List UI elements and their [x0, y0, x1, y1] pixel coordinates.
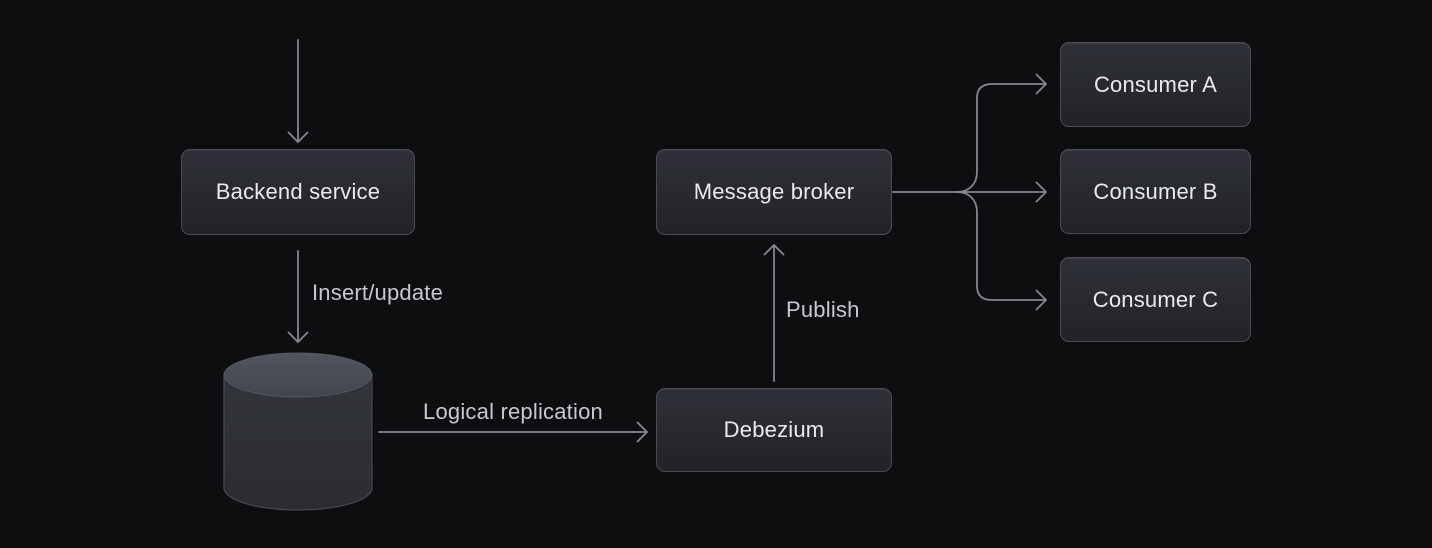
arrow-broker-fanout	[892, 73, 1047, 311]
node-backend-service-label: Backend service	[215, 179, 381, 204]
node-consumer-c-label: Consumer C	[1092, 286, 1219, 312]
edge-label-logical-replication: Logical replication	[423, 399, 603, 424]
node-message-broker: Message broker	[656, 149, 892, 235]
database-cylinder-icon	[223, 352, 373, 511]
node-debezium-label: Debezium	[723, 417, 825, 442]
node-backend-service: Backend service	[181, 149, 415, 235]
edge-label-publish: Publish	[786, 297, 860, 322]
edge-label-insert-update: Insert/update	[312, 280, 444, 305]
arrow-logical-replication	[378, 421, 648, 443]
node-consumer-b: Consumer B	[1060, 149, 1251, 234]
node-consumer-c: Consumer C	[1060, 257, 1251, 342]
node-consumer-a-label: Consumer A	[1093, 71, 1218, 97]
node-message-broker-label: Message broker	[693, 179, 855, 204]
arrow-into-backend-service	[287, 39, 309, 143]
node-debezium: Debezium	[656, 388, 892, 472]
node-consumer-a: Consumer A	[1060, 42, 1251, 127]
arrow-insert-update	[287, 250, 309, 343]
node-consumer-b-label: Consumer B	[1093, 178, 1218, 204]
arrow-publish	[763, 244, 785, 382]
